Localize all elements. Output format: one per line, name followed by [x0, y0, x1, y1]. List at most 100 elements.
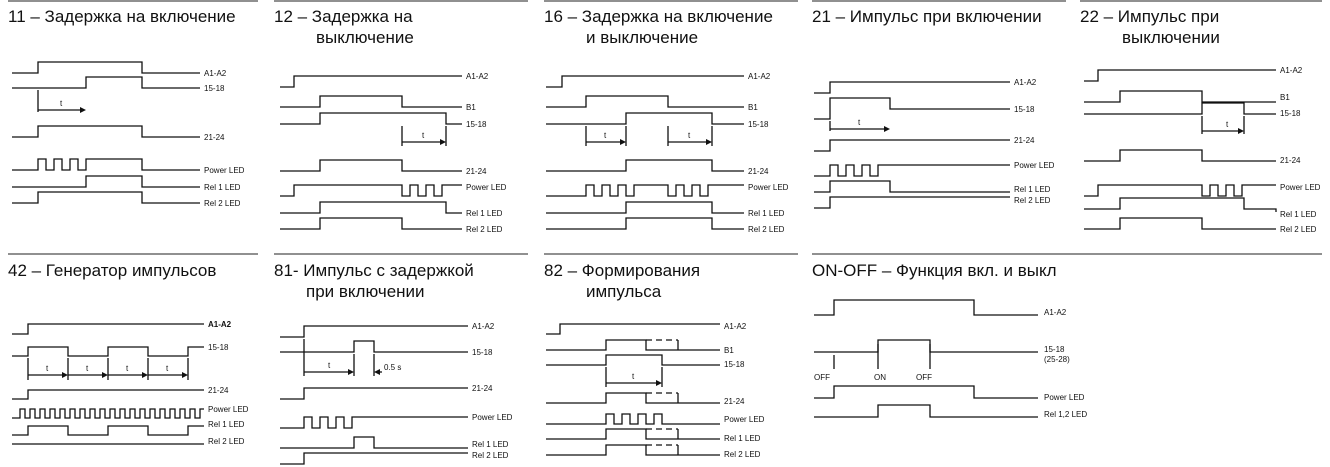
- timing-diagram-21: A1-A2 15-18 t 21-24 Power LED Rel 1 LED …: [814, 78, 1055, 209]
- svg-text:A1-A2: A1-A2: [748, 72, 771, 81]
- svg-text:0.5 s: 0.5 s: [384, 363, 401, 372]
- svg-text:Power LED: Power LED: [748, 183, 789, 192]
- panel-11: 11 – Задержка на включение A1-A2 15-18 t…: [8, 0, 263, 250]
- timing-diagram-12: A1-A2 B1 15-18 t 21-24 Power LED Rel 1 L…: [280, 72, 507, 234]
- label-power: Power LED: [204, 166, 245, 175]
- svg-text:t: t: [166, 364, 169, 373]
- svg-text:Rel 2 LED: Rel 2 LED: [466, 225, 503, 234]
- svg-text:Rel 1 LED: Rel 1 LED: [748, 209, 785, 218]
- svg-text:t: t: [86, 364, 89, 373]
- svg-text:t: t: [858, 118, 861, 127]
- label-1518: 15-18: [204, 84, 225, 93]
- svg-text:t: t: [126, 364, 129, 373]
- svg-text:21-24: 21-24: [208, 386, 229, 395]
- svg-text:A1-A2: A1-A2: [466, 72, 489, 81]
- timing-diagram-on-off: A1-A2 15-18 (25-28) OFF ON OFF Power LED…: [814, 299, 1087, 419]
- svg-text:Power LED: Power LED: [724, 415, 765, 424]
- svg-text:A1-A2: A1-A2: [472, 322, 495, 331]
- svg-text:21-24: 21-24: [724, 397, 745, 406]
- svg-text:Power LED: Power LED: [1014, 161, 1055, 170]
- svg-text:15-18: 15-18: [748, 120, 769, 129]
- svg-text:t: t: [604, 131, 607, 140]
- svg-text:B1: B1: [466, 103, 476, 112]
- svg-text:21-24: 21-24: [466, 167, 487, 176]
- label-2124: 21-24: [204, 133, 225, 142]
- timing-diagram-42: A1-A2 15-18 t t t t 21-24 Power LED Rel …: [12, 320, 249, 446]
- svg-text:t: t: [328, 361, 331, 370]
- panel-21: 21 – Импульс при включении A1-A2 15-18 t…: [812, 0, 1074, 250]
- panel-42: 42 – Генератор импульсов A1-A2 15-18 t t…: [8, 254, 263, 467]
- svg-text:Rel 1 LED: Rel 1 LED: [1014, 185, 1051, 194]
- panel-title: ON-OFF – Функция вкл. и выкл: [812, 261, 1057, 280]
- svg-text:15-18: 15-18: [1044, 345, 1065, 354]
- label-rel2: Rel 2 LED: [204, 199, 241, 208]
- svg-text:A1-A2: A1-A2: [1014, 78, 1037, 87]
- svg-text:Rel 1 LED: Rel 1 LED: [1280, 210, 1317, 219]
- svg-text:Rel 2 LED: Rel 2 LED: [1280, 225, 1317, 234]
- svg-text:A1-A2: A1-A2: [1044, 308, 1067, 317]
- svg-text:A1-A2: A1-A2: [1280, 66, 1303, 75]
- svg-text:15-18: 15-18: [466, 120, 487, 129]
- svg-text:Rel 1,2 LED: Rel 1,2 LED: [1044, 410, 1087, 419]
- svg-text:Rel 1 LED: Rel 1 LED: [466, 209, 503, 218]
- svg-text:B1: B1: [1280, 93, 1290, 102]
- svg-text:A1-A2: A1-A2: [724, 322, 747, 331]
- svg-text:(25-28): (25-28): [1044, 355, 1070, 364]
- svg-text:t: t: [688, 131, 691, 140]
- svg-text:Rel 2 LED: Rel 2 LED: [1014, 196, 1051, 205]
- svg-text:Power LED: Power LED: [466, 183, 507, 192]
- svg-text:t: t: [632, 372, 635, 381]
- svg-text:15-18: 15-18: [1014, 105, 1035, 114]
- svg-text:21-24: 21-24: [1014, 136, 1035, 145]
- svg-text:t: t: [46, 364, 49, 373]
- svg-text:ON: ON: [874, 373, 886, 382]
- panel-title: 11 – Задержка на включение: [8, 7, 236, 26]
- svg-text:B1: B1: [748, 103, 758, 112]
- svg-text:15-18: 15-18: [208, 343, 229, 352]
- svg-text:Power LED: Power LED: [472, 413, 513, 422]
- svg-text:21-24: 21-24: [1280, 156, 1301, 165]
- svg-text:21-24: 21-24: [472, 384, 493, 393]
- svg-text:Rel 2 LED: Rel 2 LED: [208, 437, 245, 446]
- svg-text:OFF: OFF: [814, 373, 830, 382]
- svg-text:B1: B1: [724, 346, 734, 355]
- svg-text:Rel 2 LED: Rel 2 LED: [472, 451, 509, 460]
- timing-diagram-81: A1-A2 15-18 t 0.5 s 21-24 Power LED Rel …: [280, 322, 513, 465]
- svg-text:Power LED: Power LED: [208, 405, 249, 414]
- svg-text:15-18: 15-18: [724, 360, 745, 369]
- svg-text:Rel 2 LED: Rel 2 LED: [748, 225, 785, 234]
- panel-title: 21 – Импульс при включении: [812, 7, 1042, 26]
- label-a1a2: A1-A2: [204, 69, 227, 78]
- svg-text:Rel 1 LED: Rel 1 LED: [208, 420, 245, 429]
- timing-diagram-11: A1-A2 15-18 t 21-24 Power LED Rel 1 LED …: [12, 61, 245, 208]
- label-rel1: Rel 1 LED: [204, 183, 241, 192]
- panel-title: 42 – Генератор импульсов: [8, 261, 217, 280]
- panel-on-off: ON-OFF – Функция вкл. и выкл A1-A2 15-18…: [812, 254, 1330, 467]
- svg-text:21-24: 21-24: [748, 167, 769, 176]
- svg-text:Power LED: Power LED: [1280, 183, 1321, 192]
- svg-text:A1-A2: A1-A2: [208, 320, 232, 329]
- svg-text:15-18: 15-18: [472, 348, 493, 357]
- timing-diagram-82: A1-A2 B1 15-18 t 21-24 Power LED Rel 1 L…: [546, 322, 765, 459]
- svg-text:Rel 1 LED: Rel 1 LED: [724, 434, 761, 443]
- svg-text:Power LED: Power LED: [1044, 393, 1085, 402]
- svg-text:OFF: OFF: [916, 373, 932, 382]
- timing-diagram-22: A1-A2 B1 15-18 t 21-24 Power LED Rel 1 L…: [1084, 66, 1321, 234]
- svg-text:t: t: [422, 131, 425, 140]
- svg-text:t: t: [1226, 120, 1229, 129]
- svg-text:15-18: 15-18: [1280, 109, 1301, 118]
- svg-text:Rel 2 LED: Rel 2 LED: [724, 450, 761, 459]
- timing-diagram-16: A1-A2 B1 15-18 t t 21-24 Power LED Rel 1…: [546, 72, 789, 234]
- svg-text:Rel 1 LED: Rel 1 LED: [472, 440, 509, 449]
- label-t: t: [60, 99, 63, 108]
